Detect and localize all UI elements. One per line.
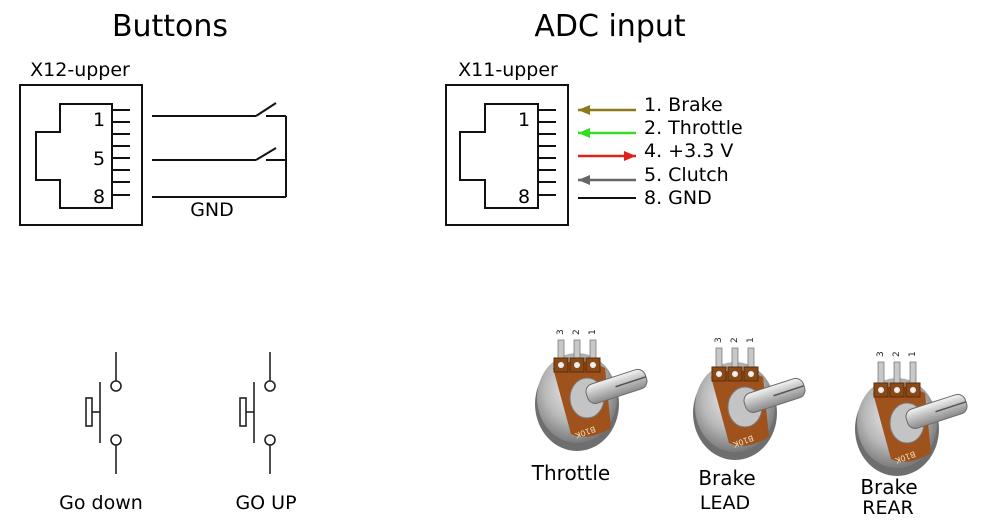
switch-terminal-top [264,380,276,392]
x11-socket-outline [459,103,539,209]
signal-arrow-head [578,128,590,138]
switch-go-down-label: Go down [59,492,143,514]
signal-arrow-head [578,175,590,185]
buttons-panel: Buttons X12-upper 1 5 8 GND [19,9,287,226]
x11-connector-frame [445,84,569,226]
x11-pin-1: 1 [518,109,530,131]
pot-pin-number: 1 [908,351,918,357]
button-wiring [152,102,287,198]
pot-pin-number: 2 [730,337,740,343]
pot-pin-number: 3 [556,329,566,335]
switch-contact-1 [255,102,277,117]
pot-terminal-hole [732,371,738,377]
x12-socket-outline [35,103,113,209]
x11-pin-8: 8 [518,186,530,208]
switch-terminal-bottom [264,434,276,446]
x12-pin-1: 1 [93,109,105,131]
pot-brake-lead-label-line2: LEAD [700,492,750,514]
switch-go-up-label: GO UP [235,492,296,514]
x12-connector-label: X12-upper [30,59,130,81]
pot-brake-rear-label-line1: Brake [860,475,917,499]
pot-pin-number: 2 [572,329,582,335]
signal-label: 2. Throttle [644,117,743,139]
switch-contact-2 [255,147,277,161]
pot-terminal-hole [558,362,564,368]
signal-label: 5. Clutch [644,164,729,186]
adc-signal-4: 5. Clutch [578,164,729,186]
pot-shaft-slot [615,376,647,388]
pot-pin-number: 1 [588,329,598,335]
pot-throttle-label: Throttle [531,461,610,485]
signal-label: 8. GND [644,187,712,209]
adc-title: ADC input [534,9,686,44]
switch-go-up [239,352,276,474]
pot-pin-number: 3 [714,337,724,343]
pot-brake-lead-label-line1: Brake [698,466,755,490]
switch-go-down [85,352,122,474]
pushbutton-actuator [239,397,247,427]
pot-pin-number: 1 [746,337,756,343]
pot-terminal-hole [878,387,884,393]
pot-terminal-hole [748,371,754,377]
adc-signal-1: 1. Brake [578,94,723,116]
pushbutton-actuator [85,397,93,427]
buttons-title: Buttons [112,9,228,44]
gnd-label: GND [190,199,234,221]
signal-arrow-head [624,151,636,161]
signal-label: 4. +3.3 V [644,140,733,162]
pot-terminal-hole [894,387,900,393]
switch-terminal-bottom [110,434,122,446]
adc-signal-2: 2. Throttle [578,117,743,139]
switch-terminal-top [110,380,122,392]
x12-pin-5: 5 [93,148,105,170]
x12-connector [19,84,143,226]
pot-terminal-hole [716,371,722,377]
pot-pin-number: 2 [892,351,902,357]
adc-signal-5: 8. GND [578,187,712,209]
x12-connector-frame [19,84,143,226]
pot-pin-number: 3 [876,351,886,357]
signal-label: 1. Brake [644,94,723,116]
x11-connector-label: X11-upper [458,59,558,81]
pot-shaft-slot [935,401,967,413]
signal-arrow-head [578,105,590,115]
x11-connector [445,84,569,226]
pot-terminal-hole [910,387,916,393]
pot-terminal-hole [574,362,580,368]
x12-pin-8: 8 [93,186,105,208]
pot-shaft-slot [773,385,805,397]
adc-signal-3: 4. +3.3 V [578,140,733,162]
pot-brake-rear-label-line2: REAR [862,497,913,519]
pot-terminal-hole [590,362,596,368]
